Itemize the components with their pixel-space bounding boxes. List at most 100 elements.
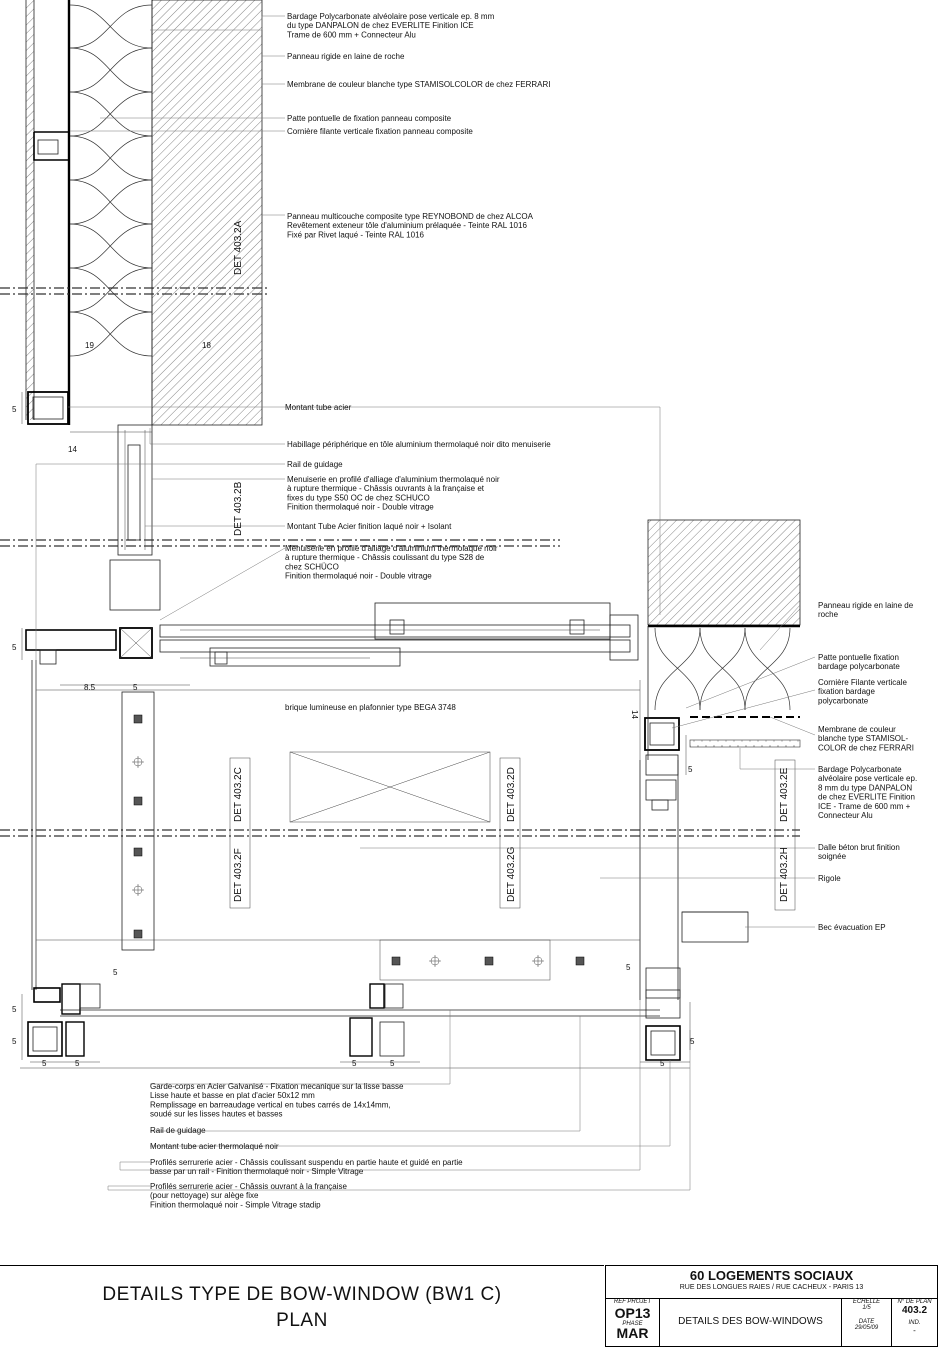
annotation-line: chez SCHÜCO — [285, 562, 339, 571]
dimension-lines — [21, 392, 691, 1063]
annotation-line: Finition thermolaqué noir - Double vitra… — [287, 503, 434, 512]
annotation-line: Panneau multicouche composite type REYNO… — [287, 212, 534, 221]
drawing-title-block: DETAILS TYPE DE BOW-WINDOW (BW1 C) PLAN — [0, 1265, 604, 1349]
annotation-r8: Bec évacuation EP — [818, 923, 886, 932]
dim-19: 19 — [85, 341, 94, 350]
annotation-a9: Rail de guidage — [287, 460, 343, 469]
dim-5-e: 5 — [113, 968, 118, 977]
annotation-line: Revêtement exteneur tôle d'aluminium pré… — [287, 221, 527, 230]
annotation-a6: Panneau multicouche composite type REYNO… — [287, 212, 534, 239]
annotation-b3: Montant tube acier thermolaqué noir — [150, 1142, 279, 1151]
dim-5-k: 5 — [352, 1059, 357, 1068]
leader-lines — [35, 15, 816, 1191]
annotation-b2: Rail de guidage — [150, 1126, 206, 1135]
detail-ref-c: DET 403.2C — [233, 767, 244, 822]
annotation-a5: Cornière filante verticale fixation pann… — [287, 127, 473, 136]
ref-phase-cell: REF PROJET OP13 PHASE MAR — [606, 1299, 660, 1347]
annotation-line: Bec évacuation EP — [818, 923, 886, 932]
annotation-a3: Membrane de couleur blanche type STAMISO… — [287, 80, 551, 89]
annotation-a4: Patte pontuelle de fixation panneau comp… — [287, 114, 452, 123]
plan-label: N° DE PLAN — [897, 1299, 932, 1305]
dim-14-a: 14 — [68, 445, 77, 454]
annotation-line: Membrane de couleur blanche type STAMISO… — [287, 80, 551, 89]
date-value: 29/05/09 — [854, 1325, 879, 1331]
detail-ref-e: DET 403.2E — [779, 767, 790, 822]
annotation-line: à rupture thermique - Châssis ouvrants à… — [287, 484, 485, 493]
annotation-line: Profilés serrurerie acier - Châssis coul… — [150, 1158, 463, 1167]
annotation-line: Habillage périphérique en tôle aluminium… — [287, 440, 551, 449]
annotation-line: de chez EVERLITE Finition — [818, 793, 915, 802]
annotation-line: Patte pontuelle fixation — [818, 653, 899, 662]
insulation-pattern — [69, 4, 153, 357]
annotation-b4: Profilés serrurerie acier - Châssis coul… — [150, 1158, 463, 1176]
phase-label: PHASE — [622, 1321, 643, 1327]
drawing-title: DETAILS TYPE DE BOW-WINDOW (BW1 C) — [102, 1284, 502, 1305]
dim-5-m: 5 — [660, 1059, 665, 1068]
dim-5-a: 5 — [12, 405, 17, 414]
annotation-line: ICE - Trame de 600 mm + — [818, 802, 911, 811]
dim-5-b: 5 — [12, 643, 17, 652]
detail-ref-b: DET 403.2B — [233, 481, 244, 536]
project-header: 60 LOGEMENTS SOCIAUX RUE DES LONGUES RAI… — [606, 1266, 937, 1299]
annotation-line: basse par un rail - Finition thermolaqué… — [150, 1167, 364, 1176]
annotation-line: Lisse haute et basse en plat d'acier 50x… — [150, 1091, 315, 1100]
annotation-line: Rail de guidage — [287, 460, 343, 469]
title-cartouche: 60 LOGEMENTS SOCIAUX RUE DES LONGUES RAI… — [605, 1265, 938, 1347]
annotation-line: polycarbonate — [818, 696, 869, 705]
dim-5-i: 5 — [42, 1059, 47, 1068]
annotation-line: Membrane de couleur — [818, 725, 896, 734]
annotation-line: roche — [818, 610, 839, 619]
dim-14-b: 14 — [630, 710, 639, 719]
annotation-line: à rupture thermique - Châssis coulissant… — [285, 553, 485, 562]
drawing-subtitle: PLAN — [276, 1310, 328, 1331]
detail-ref-f: DET 403.2F — [233, 848, 244, 902]
sheet-title: DETAILS DES BOW-WINDOWS — [678, 1316, 823, 1327]
project-name: 60 LOGEMENTS SOCIAUX — [689, 1268, 854, 1283]
annotation-line: Cornière filante verticale fixation pann… — [287, 127, 473, 136]
annotation-line: Bardage Polycarbonate alvéolaire pose ve… — [287, 12, 495, 21]
right-wall-section — [609, 519, 801, 1000]
dim-5-j: 5 — [75, 1059, 80, 1068]
annotation-b1: Garde-corps en Acier Galvanisé - Fixatio… — [150, 1082, 404, 1119]
annotation-b5: Profilés serrurerie acier - Châssis ouvr… — [150, 1182, 348, 1209]
annotation-line: Fixé par Rivet laqué - Teinte RAL 1016 — [287, 230, 425, 239]
annotation-line: Panneau rigide en laine de roche — [287, 52, 405, 61]
annotation-line: Cornière Filante verticale — [818, 678, 907, 687]
annotation-line: Trame de 600 mm + Connecteur Alu — [287, 30, 416, 39]
dim-5-d: 5 — [688, 765, 693, 774]
annotation-a8: Habillage périphérique en tôle aluminium… — [287, 440, 551, 449]
detail-ref-a: DET 403.2A — [233, 220, 244, 275]
dim-18: 18 — [202, 341, 211, 350]
annotation-line: du type DANPALON de chez EVERLITE Finiti… — [287, 21, 474, 30]
annotation-line: Montant tube acier — [285, 403, 352, 412]
annotation-line: (pour nettoyage) sur alège fixe — [150, 1191, 259, 1200]
annotation-line: Bardage Polycarbonate — [818, 765, 902, 774]
dim-5-n: 5 — [690, 1037, 695, 1046]
annotation-a10: Menuiserie en profilé d'alliage d'alumin… — [287, 475, 500, 512]
annotation-line: Menuiserie en profilé d'alliage d'alumin… — [285, 544, 498, 553]
scale-date-cell: ECHELLE 1/5 DATE 29/05/09 — [842, 1299, 892, 1347]
annotation-a11: Montant Tube Acier finition laqué noir +… — [287, 522, 452, 531]
plan-number-cell: N° DE PLAN 403.2 IND. - — [892, 1299, 937, 1347]
date-label: DATE — [858, 1319, 875, 1325]
ref-value: OP13 — [614, 1305, 651, 1321]
ref-label: REF PROJET — [613, 1299, 652, 1305]
annotation-a12: Menuiserie en profilé d'alliage d'alumin… — [285, 544, 498, 581]
annotation-r7: Rigole — [818, 874, 841, 883]
annotation-line: Profilés serrurerie acier - Châssis ouvr… — [150, 1182, 348, 1191]
annotation-line: Montant Tube Acier finition laqué noir +… — [287, 522, 452, 531]
project-address: RUE DES LONGUES RAIES / RUE CACHEUX - PA… — [679, 1284, 864, 1291]
annotation-line: Finition thermolaqué noir - Simple Vitra… — [150, 1200, 321, 1209]
detail-ref-h: DET 403.2H — [779, 847, 790, 902]
ind-label: IND. — [908, 1320, 921, 1326]
plan-value: 403.2 — [901, 1305, 928, 1316]
annotation-line: Rail de guidage — [150, 1126, 206, 1135]
annotation-line: COLOR de chez FERRARI — [818, 743, 914, 752]
annotation-a13: brique lumineuse en plafonnier type BEGA… — [285, 703, 456, 712]
annotation-layer: Bardage Polycarbonate alvéolaire pose ve… — [150, 12, 917, 1209]
